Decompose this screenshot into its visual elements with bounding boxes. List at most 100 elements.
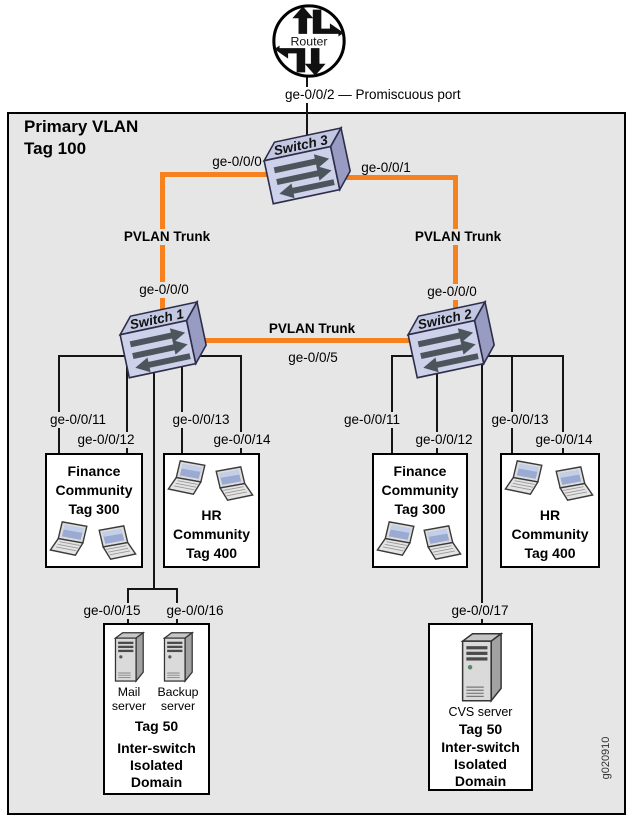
switch1-drop-ge11 [58,355,60,455]
finance2-text: Finance Community Tag 300 [374,462,466,519]
hr2-line1: HR [539,507,561,523]
switch-3-node: Switch 3 [259,124,355,212]
trunk-middle-horizontal [200,338,412,343]
laptop-icon [376,521,420,557]
trunk-left-horizontal [160,172,280,177]
port-label-s3-left: ge-0/0/0 [212,154,262,169]
isolated1-domain-line1: Inter-switch [117,740,196,756]
finance2-line2: Community [381,482,459,498]
port-label-s2-ge12: ge-0/0/12 [412,432,476,448]
isolated2-domain-line3: Domain [454,773,507,789]
switch1-drop-ge14 [240,355,242,455]
switch1-drop-ge13 [181,355,183,455]
port-label-s1-ge14: ge-0/0/14 [210,432,274,448]
isolated-domain-box-2: CVS server Tag 50 Inter-switch Isolated … [428,623,533,791]
laptop-icon [504,460,548,496]
trunk-label-left: PVLAN Trunk [120,229,214,245]
router-icon: Router [272,4,346,78]
isolated1-domain-line3: Domain [130,774,183,790]
switch-icon: Switch 3 [262,125,352,205]
trunk-label-middle: PVLAN Trunk [268,321,356,336]
backup-server-label-line2: server [160,699,196,713]
isolated2-tag: Tag 50 [458,721,503,737]
switch2-drop-ge14 [562,355,564,455]
isolated-domain-box-1: Mail server Backup server Tag 50 Inter-s… [103,623,210,795]
switch2-drop-ge11 [391,355,393,455]
port-label-s1-ge15: ge-0/0/15 [80,603,144,619]
primary-vlan-title: Primary VLAN Tag 100 [24,116,138,161]
laptop-icon [49,521,93,557]
promiscuous-port-label: ge-0/0/2 — Promiscuous port [283,87,463,103]
switch1-drop-ge12 [126,355,128,455]
backup-server-icon [160,630,195,683]
isolated2-domain-line1: Inter-switch [441,739,520,755]
finance1-line2: Community [55,482,133,498]
router-node: Router [271,3,347,79]
hr1-line3: Tag 400 [185,545,238,561]
port-label-s1-ge12: ge-0/0/12 [74,432,138,448]
hr1-line2: Community [173,526,250,542]
trunk-right-vertical [453,175,458,320]
port-label-s1-ge16: ge-0/0/16 [163,603,227,619]
finance-community-box-2: Finance Community Tag 300 [372,453,468,568]
isolated1-tag: Tag 50 [134,718,179,734]
isolated1-split-line [127,588,178,590]
cvs-server-icon [456,630,504,703]
port-label-s2-ge13: ge-0/0/13 [488,412,552,428]
primary-vlan-title-line2: Tag 100 [24,139,87,159]
port-label-s1-ge11: ge-0/0/11 [46,412,110,428]
mail-server-label-line1: Mail [117,685,141,699]
switch2-drop-ge17 [481,355,483,625]
port-label-s1-uplink: ge-0/0/0 [136,282,192,298]
mail-server-label-line2: server [111,699,147,713]
isolated1-domain-line2: Isolated [130,757,183,773]
hr1-text: HR Community Tag 400 [165,506,258,563]
backup-server-label-line1: Backup [157,685,199,699]
switch-1-node: Switch 1 [115,298,211,386]
isolated2-domain-line2: Isolated [454,756,507,772]
finance1-text: Finance Community Tag 300 [47,462,141,519]
switch2-drop-ge12 [436,355,438,455]
laptop-icon [210,466,254,502]
hr2-line2: Community [511,526,589,542]
backup-server-label: Backup server [153,685,203,713]
switch2-drop-ge13 [511,355,513,455]
laptop-icon [418,525,462,561]
finance2-line3: Tag 300 [394,501,446,517]
port-label-s2-ge17: ge-0/0/17 [448,603,512,619]
trunk-right-horizontal [340,175,458,180]
laptop-icon [93,525,137,561]
trunk-label-right: PVLAN Trunk [411,229,505,245]
port-label-s2-uplink: ge-0/0/0 [424,284,480,300]
cvs-server-label: CVS server [448,705,513,719]
router-label: Router [290,34,327,48]
port-label-s2-ge14: ge-0/0/14 [532,432,596,448]
laptop-icon [550,466,594,502]
switch1-drop-isolated [153,355,155,590]
mail-server-icon [111,630,146,683]
primary-vlan-title-line1: Primary VLAN [24,117,139,136]
router-uplink-line [306,77,308,139]
finance1-line1: Finance [67,463,121,479]
port-label-s3-right: ge-0/0/1 [361,160,411,175]
finance1-line3: Tag 300 [68,501,120,517]
laptop-icon [167,460,211,496]
isolated1-domain-text: Inter-switch Isolated Domain [105,740,208,791]
switch-2-node: Switch 2 [403,298,499,386]
port-label-s2-ge11: ge-0/0/11 [340,412,404,428]
isolated2-domain-text: Inter-switch Isolated Domain [430,739,531,790]
figure-id-watermark: g020910 [600,736,612,780]
trunk-left-vertical [160,172,165,320]
port-label-s1-ge13: ge-0/0/13 [169,412,233,428]
hr2-text: HR Community Tag 400 [502,506,598,563]
hr2-line3: Tag 400 [524,545,576,561]
mail-server-label: Mail server [105,685,153,713]
switch-icon: Switch 1 [118,299,208,379]
hr1-line1: HR [201,507,222,523]
finance-community-box-1: Finance Community Tag 300 [45,453,143,568]
finance2-line1: Finance [393,463,447,479]
port-label-ge5: ge-0/0/5 [288,350,338,365]
hr-community-box-2: HR Community Tag 400 [500,453,600,568]
switch-icon: Switch 2 [406,299,496,379]
